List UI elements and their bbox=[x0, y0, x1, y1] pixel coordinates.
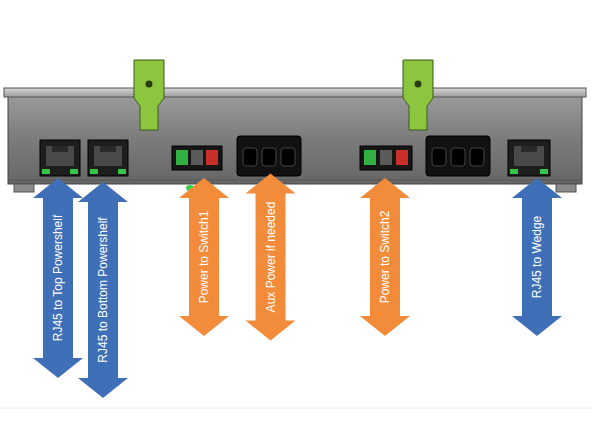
power-connector bbox=[172, 146, 222, 170]
double-arrow: RJ45 to Bottom Powershelf bbox=[78, 182, 128, 398]
floor-line bbox=[0, 408, 592, 409]
double-arrow: Power to Switch1 bbox=[179, 178, 229, 336]
double-arrow: Aux Power if needed bbox=[245, 174, 295, 341]
aux-connector bbox=[237, 136, 301, 176]
power-connector bbox=[360, 146, 412, 170]
rj45-port bbox=[40, 140, 80, 176]
double-arrow: RJ45 to Wedge bbox=[512, 178, 562, 336]
arrow-label: Power to Switch1 bbox=[197, 211, 211, 304]
controller-housing bbox=[4, 88, 586, 192]
aux-connector bbox=[426, 136, 490, 176]
arrow-label: RJ45 to Top Powershelf bbox=[51, 215, 65, 342]
double-arrow: Power to Switch2 bbox=[360, 178, 410, 336]
mounting-bracket bbox=[134, 60, 164, 130]
mounting-bracket bbox=[403, 60, 433, 130]
arrow-label: Aux Power if needed bbox=[263, 202, 277, 313]
rj45-port bbox=[88, 140, 128, 176]
rj45-port bbox=[508, 140, 550, 176]
double-arrow: RJ45 to Top Powershelf bbox=[33, 178, 83, 378]
arrow-label: Power to Switch2 bbox=[378, 211, 392, 304]
arrow-label: RJ45 to Wedge bbox=[530, 216, 544, 299]
arrow-label: RJ45 to Bottom Powershelf bbox=[96, 217, 110, 362]
